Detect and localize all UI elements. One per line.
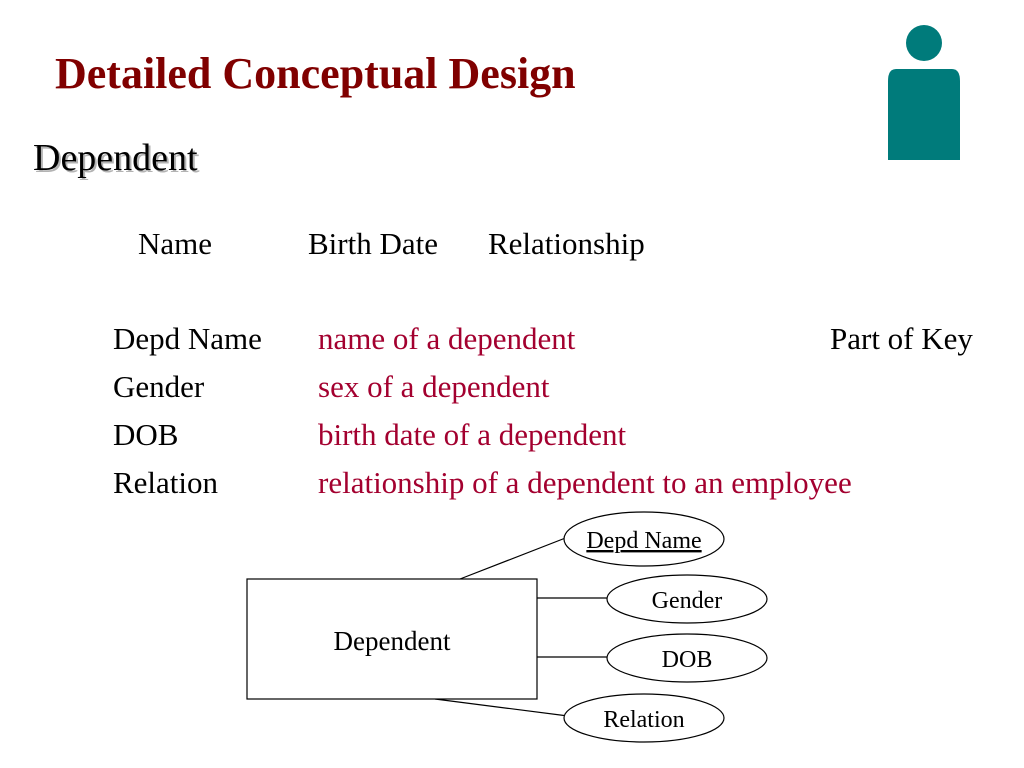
column-header-name: Name — [138, 226, 213, 261]
person-icon — [888, 25, 960, 160]
attribute-label-dob: DOB — [662, 647, 713, 673]
attribute-ellipse-depd-name — [563, 511, 725, 567]
attribute-label-gender: Gender — [652, 588, 723, 614]
attribute-description: name of a dependent — [318, 321, 576, 356]
attribute-description: sex of a dependent — [318, 369, 550, 404]
attribute-description: relationship of a dependent to an employ… — [318, 465, 852, 500]
attribute-description: birth date of a dependent — [318, 417, 627, 452]
slide-title: Detailed Conceptual Design — [55, 49, 576, 98]
column-header-birth-date: Birth Date — [308, 226, 438, 261]
attribute-name: Gender — [113, 369, 205, 404]
attribute-ellipse-dob — [606, 633, 768, 683]
entity-label: Dependent — [334, 626, 451, 656]
connector-depd-name — [459, 536, 569, 580]
connector-relation — [434, 698, 569, 717]
entity-box — [246, 578, 538, 700]
attribute-note: Part of Key — [830, 321, 973, 356]
attribute-name: Relation — [113, 465, 219, 500]
attribute-label-depd-name: Depd Name — [586, 528, 701, 554]
section-heading: Dependent — [33, 137, 198, 179]
attribute-name: Depd Name — [113, 321, 262, 356]
attribute-name: DOB — [113, 417, 179, 452]
attribute-label-relation: Relation — [603, 707, 684, 733]
attribute-ellipse-gender — [606, 574, 768, 624]
attribute-ellipse-relation — [563, 693, 725, 743]
column-header-relationship: Relationship — [488, 226, 645, 261]
